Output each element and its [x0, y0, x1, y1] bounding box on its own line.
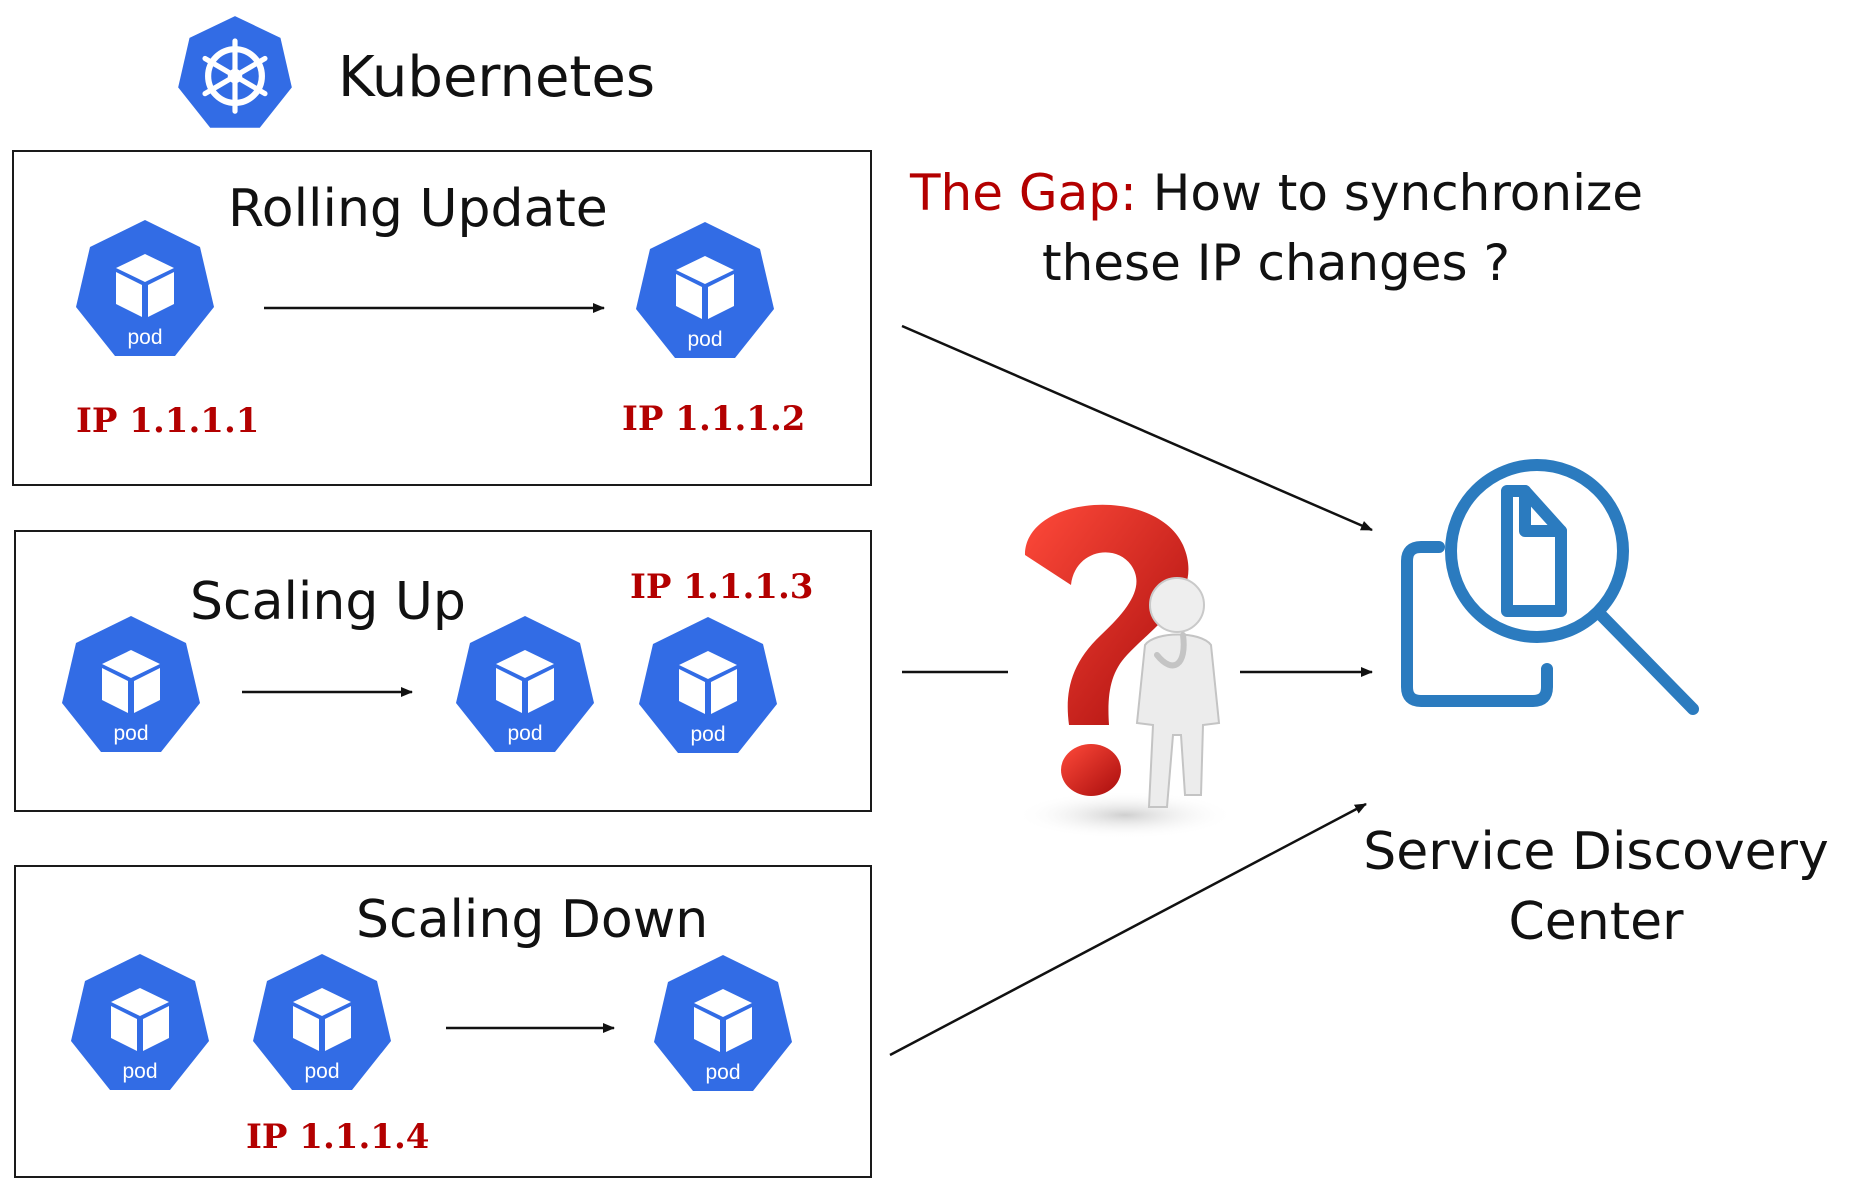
- pod-label: pod: [113, 722, 148, 745]
- pod-icon: pod: [65, 950, 215, 1100]
- document-search-icon: [1395, 455, 1705, 730]
- pod-label: pod: [507, 722, 542, 745]
- ip-label-new: IP 1.1.1.3: [630, 567, 814, 607]
- pod-label: pod: [690, 723, 725, 746]
- kubernetes-logo-icon: [172, 12, 298, 136]
- service-discovery-label-line2: Center: [1508, 892, 1684, 952]
- gap-question-line1: The Gap: How to synchronize: [910, 168, 1643, 218]
- question-mark-person-icon: [1005, 495, 1235, 847]
- pod-icon: pod: [450, 612, 600, 762]
- page-title: Kubernetes: [338, 45, 655, 110]
- pod-icon: pod: [247, 950, 397, 1100]
- ip-label-new: IP 1.1.1.2: [622, 399, 806, 439]
- scaling-down-title: Scaling Down: [356, 890, 709, 950]
- arrow-rolling-to-discovery: [901, 324, 1373, 532]
- pod-icon: pod: [56, 612, 206, 762]
- gap-question-text: How to synchronize: [1152, 164, 1643, 222]
- service-discovery-label-line1: Service Discovery: [1363, 822, 1829, 882]
- ip-label-old: IP 1.1.1.1: [76, 401, 260, 441]
- pod-label: pod: [705, 1061, 740, 1084]
- arrow-scaling-down-to-discovery: [889, 802, 1367, 1057]
- pod-icon: pod: [648, 951, 798, 1101]
- rolling-update-title: Rolling Update: [228, 179, 608, 239]
- pod-label: pod: [122, 1060, 157, 1083]
- pod-icon: pod: [633, 613, 783, 763]
- ip-label-removed: IP 1.1.1.4: [246, 1117, 430, 1157]
- pod-icon: pod: [70, 216, 220, 366]
- gap-prefix: The Gap:: [910, 164, 1137, 222]
- pod-label: pod: [687, 328, 722, 351]
- scaling-up-title: Scaling Up: [190, 572, 466, 632]
- pod-label: pod: [304, 1060, 339, 1083]
- pod-icon: pod: [630, 218, 780, 368]
- pod-label: pod: [127, 326, 162, 349]
- gap-question-line2: these IP changes ?: [1042, 234, 1511, 292]
